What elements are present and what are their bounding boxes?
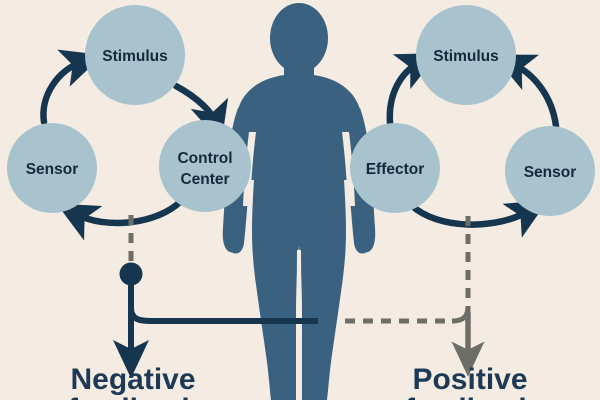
left-loop-nodes: Stimulus Sensor Control Center: [7, 5, 251, 213]
caption-positive-line1: Positive: [412, 363, 527, 396]
caption-negative-line2: feedback: [68, 393, 198, 400]
arrow-stimulus-to-control-center: [172, 82, 229, 144]
right-loop-nodes: Stimulus Effector Sensor: [350, 5, 595, 216]
node-right-sensor[interactable]: Sensor: [505, 126, 595, 216]
caption-negative-line1: Negative: [70, 363, 195, 396]
node-right-effector-label: Effector: [366, 161, 425, 178]
positive-feedback-connector: [345, 216, 485, 377]
node-right-sensor-label: Sensor: [524, 164, 577, 181]
positive-corner: [451, 305, 471, 324]
arrow-sensor-to-stimulus: [40, 49, 103, 126]
node-left-control-center[interactable]: Control Center: [159, 120, 251, 212]
node-left-stimulus-label: Stimulus: [102, 48, 167, 65]
caption-positive-line2: feedback: [405, 393, 535, 400]
node-left-control-center-label-line2: Center: [180, 171, 229, 188]
node-right-stimulus[interactable]: Stimulus: [416, 5, 516, 105]
node-left-stimulus[interactable]: Stimulus: [85, 5, 185, 105]
node-right-stimulus-label: Stimulus: [433, 48, 498, 65]
arrow-sensor-to-stimulus-right: [493, 54, 560, 130]
caption-positive-feedback: Positive feedback: [405, 363, 535, 400]
negative-feedback-connector: [113, 215, 318, 379]
negative-branch-right: [128, 307, 318, 324]
arrow-effector-to-stimulus: [386, 53, 439, 127]
node-left-control-center-label-line1: Control: [177, 150, 232, 167]
node-left-sensor[interactable]: Sensor: [7, 123, 97, 213]
negative-junction-dot: [119, 262, 143, 286]
node-left-sensor-label: Sensor: [26, 161, 79, 178]
caption-negative-feedback: Negative feedback: [68, 363, 198, 400]
node-right-effector[interactable]: Effector: [350, 123, 440, 213]
